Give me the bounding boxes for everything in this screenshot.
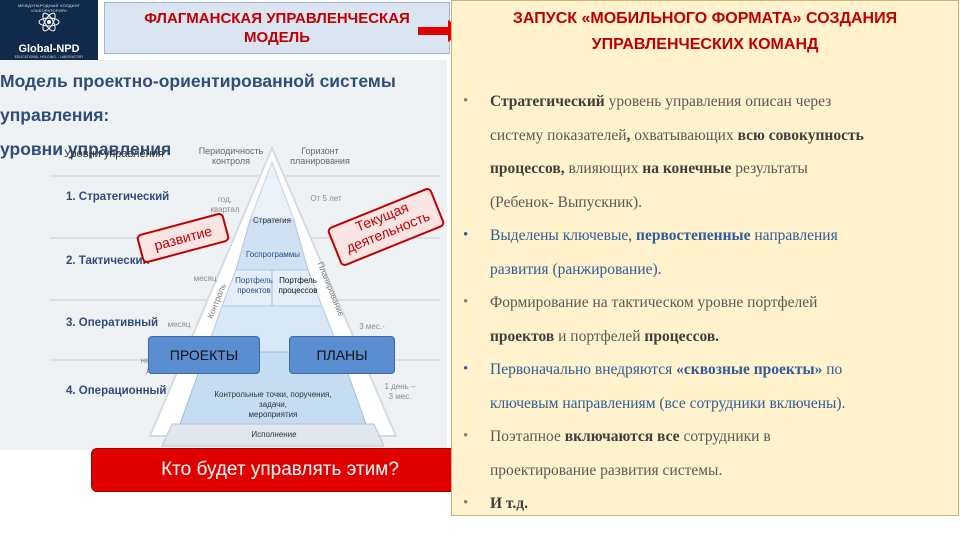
bullet-1-bold-1: Стратегический: [490, 93, 605, 110]
bullet-1-text-2: систему показателей: [490, 126, 627, 144]
level-tactical: 2. Тактический: [66, 255, 150, 267]
level-operative: 3. Оперативный: [66, 317, 159, 329]
bullet-4-text-2: по: [822, 361, 843, 378]
bullet-4-text-1: Первоначально внедряются: [490, 361, 677, 378]
diagram-title-line-1: Модель проектно-ориентированной системы …: [0, 71, 396, 125]
bullet-1-text-3: охватывающих: [630, 126, 738, 144]
bullet-5-text-3: проектирование развития системы.: [490, 461, 723, 479]
bullet-5-text-2: сотрудники в: [679, 428, 771, 445]
bullet-dot-icon: •: [463, 428, 469, 444]
bullet-2-bold-1: первостепенные: [636, 227, 751, 244]
horizon-oper-1: 1 день –: [384, 382, 416, 391]
pyramid-strategy: Стратегия: [253, 216, 291, 225]
period-operative: месяц: [167, 320, 191, 329]
pyramid-checkpoints: Контрольные точки, поручения, задачи, ме…: [200, 390, 346, 420]
bullet-item: • Поэтапное включаются все сотрудники в …: [452, 420, 958, 487]
period-strategic-2: квартал: [210, 205, 240, 214]
logo-name: Global-NPD: [18, 43, 80, 55]
panel-title-line-1: ЗАПУСК «МОБИЛЬНОГО ФОРМАТА» СОЗДАНИЯ: [512, 10, 898, 27]
pyramid-diagram-panel: Модель проектно-ориентированной системы …: [0, 60, 447, 450]
bullet-4-text-3: ключевым направлениям (все сотрудники вк…: [490, 394, 846, 412]
logo-top-text: МЕЖДУНАРОДНЫЙ ХОЛДИНГ «ЛАБОРАТОРИЯ»: [17, 3, 81, 13]
bullet-2-text-1: Выделены ключевые,: [490, 227, 637, 244]
header-line-2: МОДЕЛЬ: [244, 29, 310, 46]
col-horizon-line-1: Горизонт: [301, 146, 339, 156]
level-strategic: 1. Стратегический: [66, 191, 170, 203]
checkpoints-line-1: Контрольные точки, поручения, задачи,: [214, 390, 332, 409]
level-operational: 4. Операционный: [66, 385, 167, 397]
col-levels-header: Уровни управления: [64, 148, 164, 160]
bullet-3-bold-1: проектов: [490, 327, 555, 345]
atom-icon: [38, 12, 60, 32]
bullet-1-bold-4: процессов,: [490, 160, 565, 177]
bullet-6-bold-1: И т.д.: [490, 495, 528, 512]
col-period-line-1: Периодичность: [198, 146, 264, 156]
horizon-oper-2: 3 мес.: [388, 392, 412, 401]
period-strategic: год, квартал: [210, 195, 240, 215]
bullet-list: • Стратегический уровень управления опис…: [452, 85, 958, 521]
horizon-operational: 1 день – 3 мес.: [380, 382, 420, 402]
checkpoints-line-2: мероприятия: [248, 410, 298, 419]
bullet-item: • И т.д.: [452, 487, 958, 521]
who-will-manage-button[interactable]: Кто будет управлять этим?: [91, 448, 469, 492]
diagram-title-line-2: уровни управления: [0, 139, 172, 159]
right-content-panel: ЗАПУСК «МОБИЛЬНОГО ФОРМАТА» СОЗДАНИЯ УПР…: [451, 0, 959, 516]
plans-button[interactable]: ПЛАНЫ: [289, 336, 395, 374]
bullet-2-text-3: развития (ранжирование).: [490, 260, 662, 278]
bullet-1-text-5: результаты: [731, 160, 808, 177]
bullet-4-bold-1: «сквозные проекты»: [676, 361, 823, 378]
col-period-header: Периодичность контроля: [196, 146, 266, 166]
bullet-dot-icon: •: [463, 227, 469, 243]
bullet-1-bold-5: на конечные: [642, 160, 732, 177]
diagram-title: Модель проектно-ориентированной системы …: [0, 64, 447, 166]
col-horizon-header: Горизонт планирования: [282, 146, 358, 166]
bullet-5-text-1: Поэтапное: [490, 428, 565, 445]
bullet-item: • Формирование на тактическом уровне пор…: [452, 286, 958, 353]
period-strategic-1: год,: [218, 195, 232, 204]
pyramid-execution: Исполнение: [251, 430, 297, 439]
pyramid-portfolio-projects: Портфель проектов: [234, 276, 274, 296]
bullet-item: • Выделены ключевые, первостепенные напр…: [452, 219, 958, 286]
bullet-3-text-1: Формирование на тактическом уровне портф…: [490, 294, 818, 311]
col-period-line-2: контроля: [211, 156, 251, 166]
bullet-3-bold-2: процессов.: [644, 327, 720, 345]
col-horizon-line-2: планирования: [290, 156, 350, 166]
period-tactical: месяц: [193, 274, 217, 283]
bullet-5-bold-1: включаются все: [564, 428, 680, 445]
horizon-strategic: От 5 лет: [310, 194, 342, 203]
portfolio-projects-2: проектов: [237, 286, 271, 295]
logo-subtitle: EDUCATIONAL HOLDING – LABORATORY: [14, 55, 84, 59]
bullet-dot-icon: •: [463, 361, 469, 377]
portfolio-processes-1: Портфель: [279, 276, 317, 285]
model-header: ФЛАГМАНСКАЯ УПРАВЛЕНЧЕСКАЯ МОДЕЛЬ: [104, 2, 450, 54]
bullet-item: • Стратегический уровень управления опис…: [452, 85, 958, 219]
bullet-1-bold-2: ,: [626, 126, 631, 144]
header-line-1: ФЛАГМАНСКАЯ УПРАВЛЕНЧЕСКАЯ: [144, 10, 410, 27]
bullet-2-text-2: направления: [750, 227, 838, 244]
bullet-dot-icon: •: [463, 495, 469, 511]
bullet-1-text-4: влияющих: [564, 160, 643, 177]
bullet-3-text-2: и портфелей: [554, 327, 645, 345]
bullet-item: • Первоначально внедряются «сквозные про…: [452, 353, 958, 420]
bullet-1-bold-3: всю совокупность: [737, 126, 864, 144]
bullet-1-text-1: уровень управления описан через: [604, 93, 832, 110]
company-logo: МЕЖДУНАРОДНЫЙ ХОЛДИНГ «ЛАБОРАТОРИЯ» Glob…: [0, 0, 98, 60]
bullet-dot-icon: •: [463, 294, 469, 310]
panel-title-line-2: УПРАВЛЕНЧЕСКИХ КОМАНД: [591, 36, 819, 53]
pyramid-programs: Госпрограммы: [245, 250, 301, 259]
horizon-operative: 3 мес.-: [359, 322, 385, 331]
projects-button[interactable]: ПРОЕКТЫ: [148, 336, 260, 374]
panel-title: ЗАПУСК «МОБИЛЬНОГО ФОРМАТА» СОЗДАНИЯ УПР…: [452, 6, 958, 58]
portfolio-projects-1: Портфель: [235, 276, 273, 285]
bullet-dot-icon: •: [463, 93, 469, 109]
portfolio-processes-2: процессов: [278, 286, 318, 295]
pyramid-portfolio-processes: Портфель процессов: [276, 276, 320, 296]
bullet-1-text-6: (Ребенок- Выпускник).: [490, 193, 642, 211]
